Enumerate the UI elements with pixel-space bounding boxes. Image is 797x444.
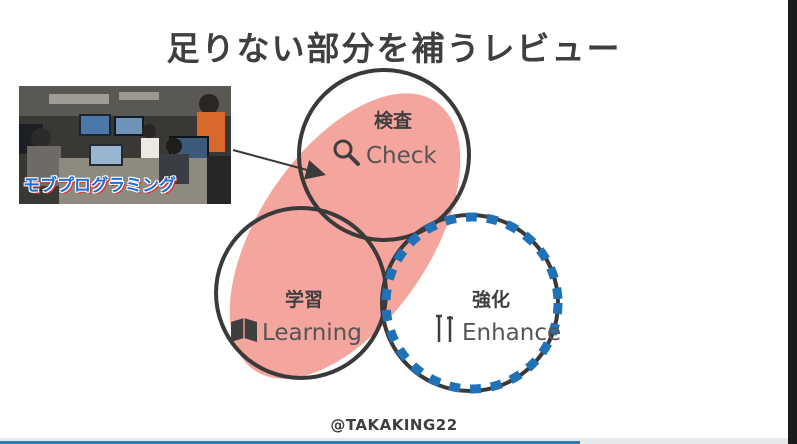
photo-illustration (19, 86, 231, 204)
magnifier-icon (333, 139, 360, 166)
right-border (788, 0, 797, 444)
book-icon (231, 318, 257, 342)
mob-programming-photo: モブプログラミング (19, 86, 231, 204)
author-credit: @TAKAKING22 (330, 416, 458, 434)
bottom-bar (0, 438, 788, 444)
check-label-ja: 検査 (374, 109, 413, 132)
check-label-en: Check (366, 143, 437, 169)
enhance-dotted-ring (381, 212, 563, 394)
enhance-label-ja: 強化 (472, 288, 510, 311)
check-circle (297, 68, 471, 242)
tools-icon (436, 314, 453, 342)
bottom-accent-line (0, 441, 580, 444)
highlight-ellipse (229, 93, 461, 379)
mob-programming-logo: モブプログラミング (23, 176, 176, 196)
arrow (232, 149, 326, 180)
learning-label-ja: 学習 (285, 288, 323, 311)
slide-title: 足りない部分を補うレビュー (166, 29, 622, 68)
learning-label-en: Learning (262, 320, 362, 346)
enhance-label-en: Enhance (462, 320, 561, 346)
